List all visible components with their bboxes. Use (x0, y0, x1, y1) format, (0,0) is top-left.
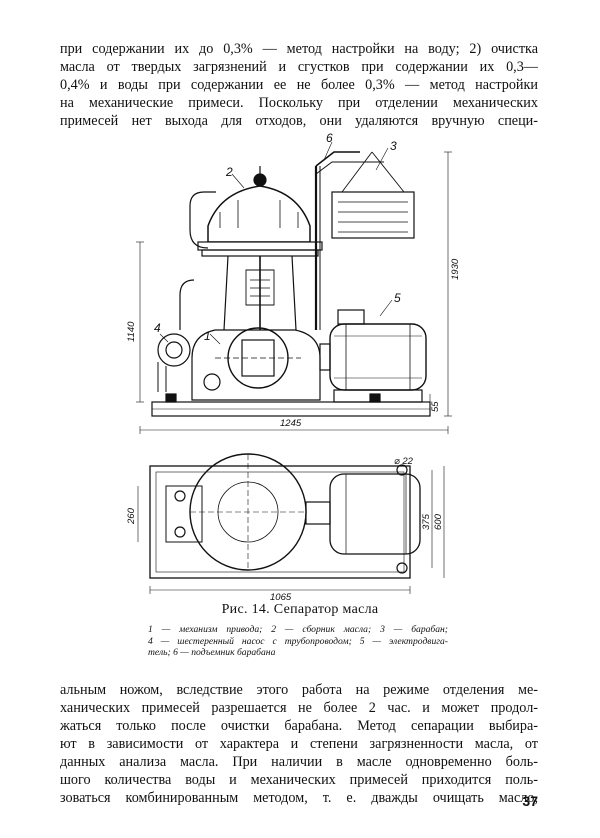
callout-2: 2 (225, 165, 233, 179)
bottom-paragraph: альным ножом, вследствие этого работа на… (60, 681, 538, 807)
legend-line: 1 — механизм привода; 2 — сборник масла;… (148, 624, 448, 635)
dim-plan-width: 1065 (270, 592, 292, 600)
callout-3: 3 (390, 139, 397, 153)
text-line: примесей нет выхода для отходов, они уда… (60, 113, 538, 129)
figure-legend: 1 — механизм привода; 2 — сборник масла;… (148, 624, 448, 659)
dim-plan-depth-inner: 375 (421, 513, 432, 530)
dim-diameter: ⌀ 22 (394, 456, 414, 467)
text-line: 0,4% и воды при содержании ее не более 0… (60, 77, 538, 93)
dim-base-height: 55 (430, 401, 441, 412)
text-line: жаться только после очистки барабана. Ме… (60, 718, 538, 734)
plan-motor (329, 473, 421, 555)
callout-5: 5 (394, 291, 401, 305)
dim-plan-depth: 260 (126, 507, 137, 525)
oil-collector (207, 185, 311, 243)
figure-caption: Рис. 14. Сепаратор масла (221, 602, 379, 617)
dim-height-lift: 1930 (450, 258, 460, 280)
dim-height-main: 1140 (126, 321, 137, 342)
plan-base (149, 465, 411, 579)
dim-total-width: 1245 (280, 418, 302, 429)
text-line: при содержании их до 0,3% — метод настро… (60, 41, 538, 57)
text-line: на механические примеси. Поскольку при о… (60, 95, 538, 111)
drum (331, 191, 415, 239)
text-line: ханических примесей разрешается не более… (60, 700, 538, 716)
separator-drawing: 1 2 3 4 5 6 1140 1930 55 1245 ⌀ 22 260 3… (126, 131, 460, 600)
legend-line: тель; 6 — подъемник барабана (148, 647, 276, 658)
text-line: шого количества воды и механических прим… (60, 772, 538, 788)
electric-motor (329, 323, 427, 391)
text-line: альным ножом, вследствие этого работа на… (60, 682, 538, 698)
page-number: 37 (522, 793, 538, 809)
text-line: ют в зависимости от характера и степени … (60, 736, 538, 752)
text-line: данных анализа масла. При наличии в масл… (60, 754, 538, 770)
dim-plan-depth-outer: 600 (433, 513, 444, 530)
callout-4: 4 (154, 321, 161, 335)
callout-6: 6 (326, 131, 333, 145)
text-line: масла от твердых загрязнений и сгустков … (60, 59, 538, 75)
top-paragraph: при содержании их до 0,3% — метод настро… (60, 40, 538, 130)
legend-line: 4 — шестеренный насос с трубопроводом; 5… (148, 635, 448, 647)
text-line: зоваться комбинированным методом, т. е. … (60, 790, 538, 806)
callout-1: 1 (204, 329, 211, 343)
